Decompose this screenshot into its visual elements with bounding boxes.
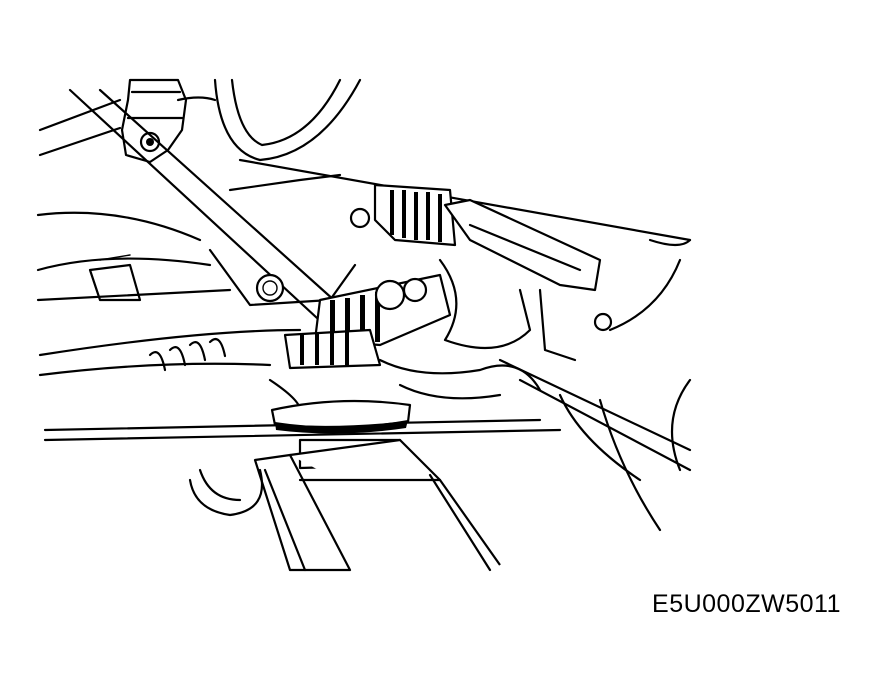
side-bracket bbox=[88, 254, 142, 302]
figure-code-label: E5U000ZW5011 bbox=[652, 590, 841, 618]
upper-pipes bbox=[213, 78, 362, 162]
floor-jack bbox=[253, 438, 501, 572]
support-arm bbox=[438, 198, 692, 362]
lower-rail-right bbox=[498, 358, 692, 532]
oil-pan bbox=[283, 183, 457, 370]
frame-rails bbox=[36, 88, 562, 442]
ridged-mount bbox=[148, 338, 227, 372]
wheel bbox=[188, 468, 264, 517]
